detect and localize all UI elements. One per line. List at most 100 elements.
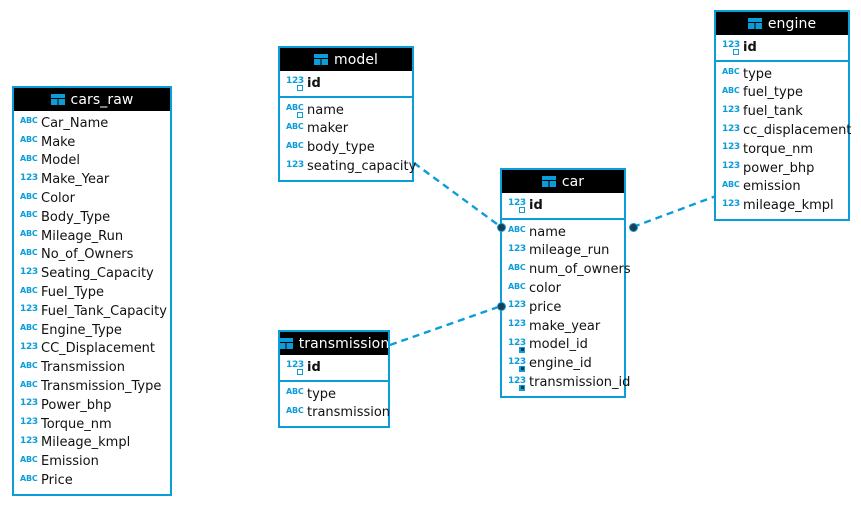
text-type-icon: ABC xyxy=(286,405,304,415)
column-name: body_type xyxy=(307,140,375,156)
key-badge-icon xyxy=(518,206,526,215)
column-name: transmission xyxy=(307,405,391,421)
text-type-icon: ABC xyxy=(20,285,38,295)
table-header-model[interactable]: model xyxy=(280,48,412,71)
table-title: car xyxy=(561,173,585,190)
relationship-model-to-car xyxy=(413,162,502,228)
model-to-car-endpoint xyxy=(496,222,506,232)
numeric-type-icon: 123 xyxy=(20,172,38,183)
column-name: id xyxy=(743,39,757,55)
column-name: id xyxy=(307,75,321,91)
column-name: mileage_run xyxy=(529,243,610,259)
key-badge-icon xyxy=(296,111,304,120)
numeric-type-icon: 123 xyxy=(722,198,740,209)
table-grid-icon xyxy=(313,54,328,65)
column-name: engine_id xyxy=(529,356,592,372)
numeric-type-icon: 123 xyxy=(508,338,526,354)
column-name: Mileage_Run xyxy=(41,228,124,244)
column-name: maker xyxy=(307,121,349,137)
column-name: type xyxy=(743,66,773,82)
foreign-key-badge-icon xyxy=(518,345,526,354)
table-header-cars_raw[interactable]: cars_raw xyxy=(14,88,170,111)
table-header-transmission[interactable]: transmission xyxy=(280,332,388,355)
foreign-key-badge-icon xyxy=(518,364,526,373)
column-name: Mileage_kmpl xyxy=(41,435,131,451)
numeric-type-icon: 123 xyxy=(722,142,740,153)
transmission-to-car-endpoint xyxy=(496,301,506,311)
key-badge-icon xyxy=(732,48,740,57)
table-title: cars_raw xyxy=(70,91,134,108)
column-name: Body_Type xyxy=(41,209,111,225)
column-name: mileage_kmpl xyxy=(743,198,834,214)
foreign-key-badge-icon xyxy=(518,383,526,392)
table-header-car[interactable]: car xyxy=(502,170,624,193)
car-to-engine-endpoint xyxy=(628,222,638,232)
column-name: fuel_tank xyxy=(743,104,803,120)
numeric-type-icon: 123 xyxy=(508,357,526,373)
text-type-icon: ABC xyxy=(286,121,304,131)
text-type-icon: ABC xyxy=(20,135,38,145)
table-header-engine[interactable]: engine xyxy=(716,12,848,35)
column-name: Model xyxy=(41,153,81,169)
text-type-icon: ABC xyxy=(20,247,38,257)
numeric-type-icon: 123 xyxy=(20,398,38,409)
numeric-type-icon: 123 xyxy=(722,40,740,57)
text-type-icon: ABC xyxy=(20,454,38,464)
text-type-icon: ABC xyxy=(722,85,740,95)
table-title: transmission xyxy=(298,335,388,352)
